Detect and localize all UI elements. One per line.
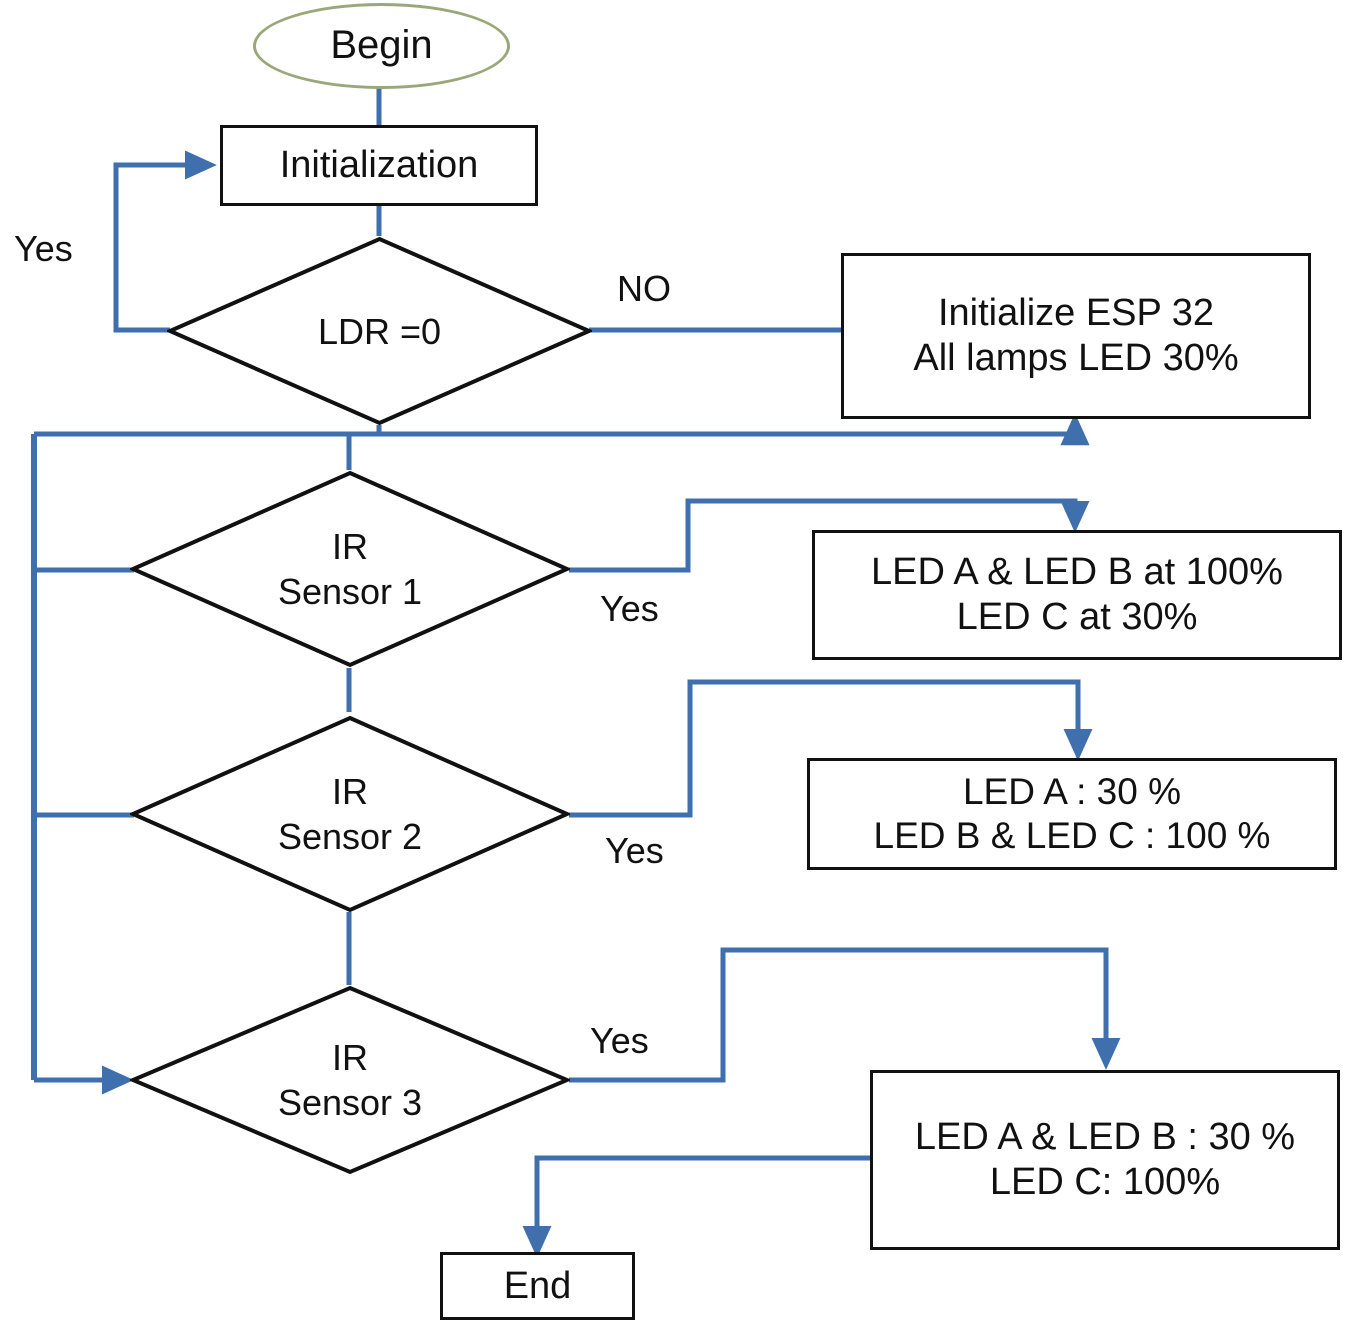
edge-action3-to-end (522, 1155, 870, 1258)
node-ir-sensor-1-label: IR Sensor 1 (277, 526, 423, 612)
node-ir-sensor-3[interactable]: IR Sensor 3 (130, 985, 570, 1175)
node-ir-sensor-2[interactable]: IR Sensor 2 (130, 715, 570, 913)
diamond-shape-sensor2 (130, 715, 570, 913)
edge-label-sensor1-yes: Yes (600, 588, 659, 629)
node-ldr-label: LDR =0 (317, 310, 442, 352)
edge-label-sensor3-yes: Yes (590, 1020, 649, 1061)
node-initialize-esp32[interactable]: Initialize ESP 32 All lamps LED 30% (841, 253, 1311, 419)
node-ir-sensor-2-label: IR Sensor 2 (277, 771, 423, 857)
diamond-shape-ldr (167, 236, 592, 426)
edge-sensor3-yes-to-action3 (569, 947, 1121, 1083)
node-ir-sensor-3-label: IR Sensor 3 (277, 1037, 423, 1123)
node-action-led-a-b-100[interactable]: LED A & LED B at 100% LED C at 30% (812, 530, 1342, 660)
edge-label-ldr-no: NO (617, 268, 671, 309)
node-ldr-decision[interactable]: LDR =0 (167, 236, 592, 426)
edge-label-ldr-yes: Yes (14, 228, 73, 269)
node-begin[interactable]: Begin (253, 3, 510, 89)
node-initialization[interactable]: Initialization (220, 125, 538, 206)
diamond-shape-sensor1 (130, 470, 570, 668)
edge-label-sensor2-yes: Yes (605, 830, 664, 871)
node-ir-sensor-1[interactable]: IR Sensor 1 (130, 470, 570, 668)
diamond-shape-sensor3 (130, 985, 570, 1175)
node-action-led-b-c-100[interactable]: LED A : 30 % LED B & LED C : 100 % (807, 758, 1337, 870)
node-end[interactable]: End (440, 1252, 635, 1320)
node-action-led-c-100[interactable]: LED A & LED B : 30 % LED C: 100% (870, 1070, 1340, 1250)
